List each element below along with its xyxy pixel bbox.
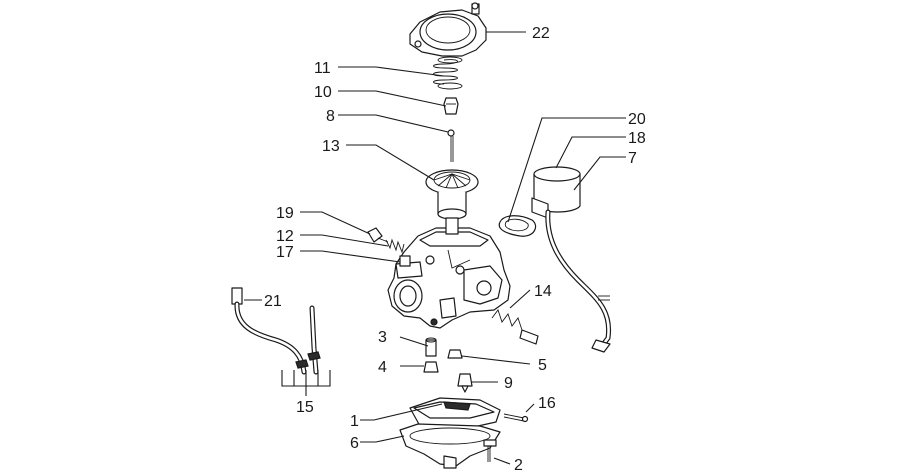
callout-10: 10 xyxy=(314,84,332,101)
part-diaphragm-slide xyxy=(425,169,479,220)
callout-labels: 22 11 10 8 13 20 18 7 19 12 17 21 14 3 5… xyxy=(264,25,646,472)
leader-13 xyxy=(346,144,435,181)
callout-20: 20 xyxy=(628,111,646,128)
part-float-pin xyxy=(503,413,529,423)
leader-11 xyxy=(338,66,445,77)
leader-1 xyxy=(360,403,443,421)
part-float-bowl xyxy=(399,397,501,469)
leader-17 xyxy=(300,250,401,263)
leader-19 xyxy=(300,211,371,235)
callout-1: 1 xyxy=(350,413,359,430)
callout-7: 7 xyxy=(628,150,637,167)
part-drain-hoses xyxy=(231,287,321,375)
part-choke-actuator xyxy=(531,166,612,353)
callout-6: 6 xyxy=(350,435,359,452)
callout-17: 17 xyxy=(276,244,294,261)
leader-12 xyxy=(300,234,389,247)
part-screw-2 xyxy=(483,439,497,462)
callout-5: 5 xyxy=(538,357,547,374)
callout-18: 18 xyxy=(628,130,646,147)
callout-15: 15 xyxy=(296,399,314,416)
callout-16: 16 xyxy=(538,395,556,412)
leader-2 xyxy=(493,457,511,465)
leader-8 xyxy=(338,114,449,133)
part-screw-19 xyxy=(367,227,389,243)
callout-19: 19 xyxy=(276,205,294,222)
part-jet-holder xyxy=(425,337,437,357)
part-main-jet xyxy=(423,361,439,373)
part-jet-needle xyxy=(447,129,455,162)
part-mixture-screw xyxy=(491,309,539,345)
callout-11: 11 xyxy=(314,60,331,77)
part-spring-12 xyxy=(385,238,405,254)
part-spring xyxy=(433,56,463,90)
leader-10 xyxy=(338,90,447,107)
callout-12: 12 xyxy=(276,228,294,245)
part-o-ring xyxy=(498,215,537,237)
leader-18 xyxy=(555,136,626,169)
leader-6 xyxy=(360,435,405,443)
part-float-needle xyxy=(457,373,473,393)
part-carburetor-body xyxy=(387,217,511,329)
leader-5 xyxy=(461,355,531,365)
callout-13: 13 xyxy=(322,138,340,155)
leader-20 xyxy=(507,117,626,223)
callout-4: 4 xyxy=(378,359,387,376)
callout-21: 21 xyxy=(264,293,282,310)
leader-3 xyxy=(399,336,429,347)
leader-14 xyxy=(509,289,531,309)
callout-8: 8 xyxy=(326,108,335,125)
callout-3: 3 xyxy=(378,329,387,346)
leader-7 xyxy=(573,156,626,191)
callout-22: 22 xyxy=(532,25,550,42)
callout-9: 9 xyxy=(504,375,513,392)
leader-16 xyxy=(525,403,535,413)
callout-14: 14 xyxy=(534,283,552,300)
callout-2: 2 xyxy=(514,457,523,472)
part-needle-retainer xyxy=(443,97,459,115)
part-top-cover xyxy=(409,2,487,57)
part-pilot-jet xyxy=(447,349,463,359)
leader-lines xyxy=(244,31,626,465)
